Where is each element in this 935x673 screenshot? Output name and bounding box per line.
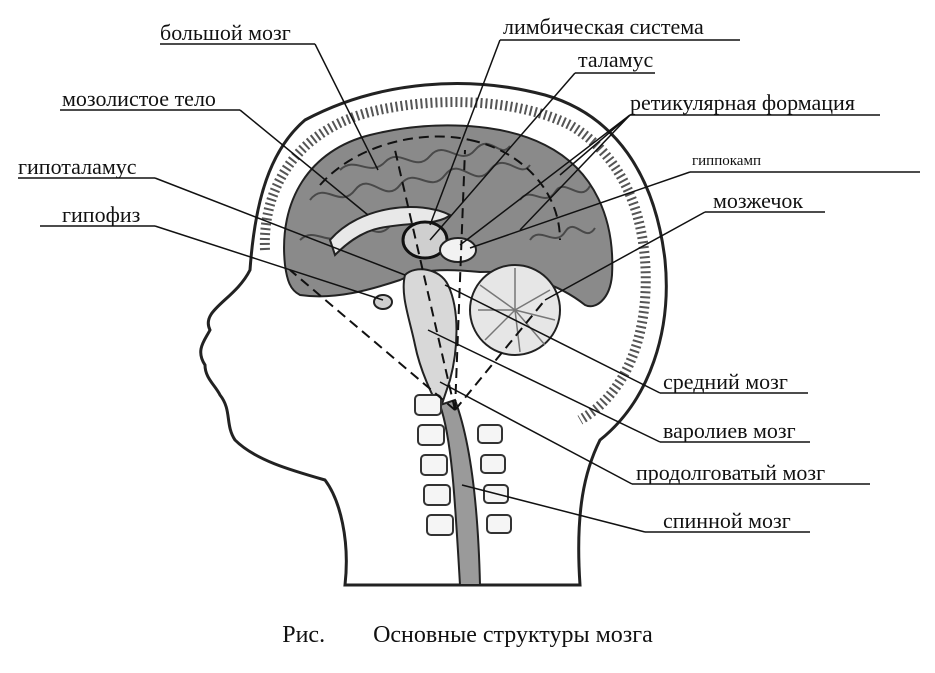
label-reticular-formation: ретикулярная формация [630,90,855,115]
label-limbic-system: лимбическая система [503,14,704,39]
figure-caption: Рис. Основные структуры мозга [0,622,935,649]
label-thalamus: таламус [578,47,654,72]
hippocampus-shape [439,237,477,263]
pituitary-shape [373,294,393,310]
label-medulla: продолговатый мозг [636,460,826,485]
label-spinal-cord: спинной мозг [663,508,791,533]
cerebellum-folia [478,268,556,353]
brainstem-shape [402,268,458,413]
vertebrae [414,394,512,536]
label-pituitary: гипофиз [62,202,141,227]
label-hypothalamus: гипоталамус [18,154,137,179]
leader-lines [18,39,920,533]
caption-title: Основные структуры мозга [373,622,653,648]
caption-prefix: Рис. [282,622,326,648]
label-corpus-callosum: мозолистое тело [62,86,216,111]
label-hippocampus: гиппокамп [692,153,761,169]
spinal-cord-shape [438,398,482,586]
label-cerebellum: мозжечок [713,188,804,213]
label-midbrain: средний мозг [663,369,788,394]
corpus-callosum-shape [328,206,452,257]
label-pons: варолиев мозг [663,418,796,443]
reticular-arrows [289,135,561,411]
label-cerebrum: большой мозг [160,20,291,45]
